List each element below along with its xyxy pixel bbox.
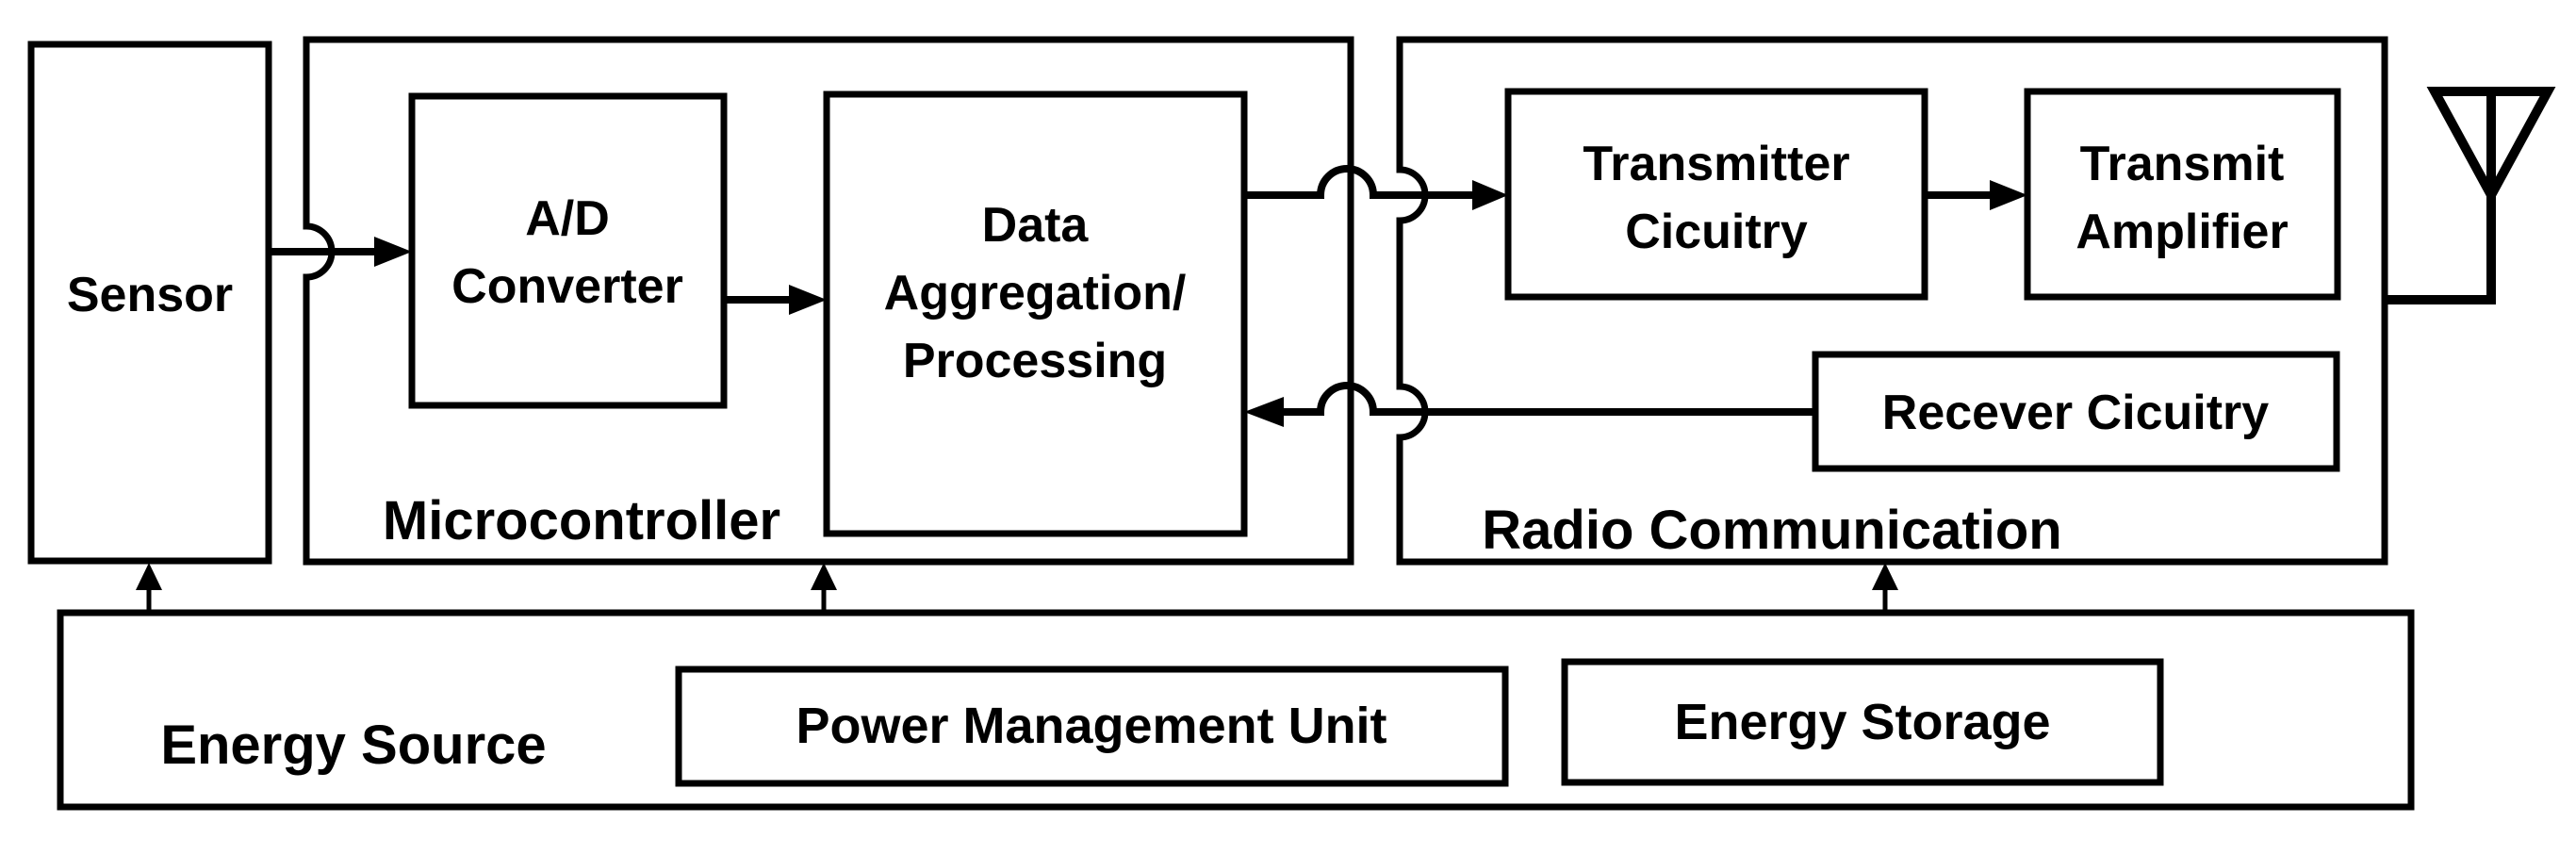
- arrow-receiver-to-data: [1244, 382, 1815, 427]
- arrow-sensor-to-adc-head: [374, 237, 412, 267]
- arrow-data-to-transmitter: [1244, 165, 1508, 210]
- sensor-label: Sensor: [67, 268, 233, 322]
- arrow-energy-to-microcontroller-head: [811, 563, 837, 590]
- antenna-feed-line: [2385, 91, 2496, 304]
- energy-storage-box: [1561, 658, 2164, 786]
- energy-storage-label: Energy Storage: [1674, 694, 2050, 750]
- energy-source-label: Energy Source: [160, 715, 546, 776]
- adc-label-line1: A/D: [525, 191, 610, 246]
- arrow-energy-to-radio: [1872, 563, 1898, 614]
- receiver-label: Recever Cicuitry: [1882, 386, 2270, 440]
- adc-label-line2: Converter: [451, 259, 683, 314]
- arrow-energy-to-microcontroller: [811, 563, 837, 614]
- arrow-transmitter-to-amplifier: [1925, 180, 2027, 210]
- antenna-triangle: [2426, 87, 2556, 206]
- amplifier-label-line2: Amplifier: [2076, 205, 2288, 259]
- data-aggregation-label-line1: Data: [982, 198, 1090, 253]
- transmitter-label-line1: Transmitter: [1583, 137, 1849, 191]
- transmitter-circuitry-box: [1504, 88, 1928, 301]
- arrow-receiver-to-data-head: [1244, 397, 1284, 427]
- arrow-adc-to-data-head: [789, 285, 827, 315]
- power-management-unit-label: Power Management Unit: [796, 698, 1386, 754]
- transmitter-label-line2: Cicuitry: [1625, 205, 1808, 259]
- microcontroller-label: Microcontroller: [383, 490, 780, 551]
- power-management-unit-box: [675, 666, 1509, 787]
- ad-converter-box: [408, 92, 728, 409]
- data-aggregation-box: [823, 90, 1248, 537]
- antenna-icon: [2385, 87, 2556, 304]
- arrow-receiver-to-data-line: [1284, 382, 1815, 416]
- sensor-box: [27, 41, 272, 565]
- arrow-energy-to-sensor: [136, 563, 162, 614]
- arrow-data-to-transmitter-line: [1244, 165, 1472, 199]
- amplifier-label-line1: Transmit: [2080, 137, 2285, 191]
- arrow-sensor-to-adc: [268, 237, 412, 267]
- arrow-transmitter-to-amplifier-head: [1990, 180, 2027, 210]
- arrow-energy-to-sensor-head: [136, 563, 162, 590]
- arrow-energy-to-radio-head: [1872, 563, 1898, 590]
- data-aggregation-label-line3: Processing: [903, 334, 1167, 388]
- arrow-data-to-transmitter-head: [1472, 180, 1508, 210]
- data-aggregation-label-line2: Aggregation/: [884, 266, 1187, 321]
- transmit-amplifier-box: [2024, 88, 2341, 301]
- radio-communication-label: Radio Communication: [1482, 500, 2061, 561]
- arrow-adc-to-data: [724, 285, 827, 315]
